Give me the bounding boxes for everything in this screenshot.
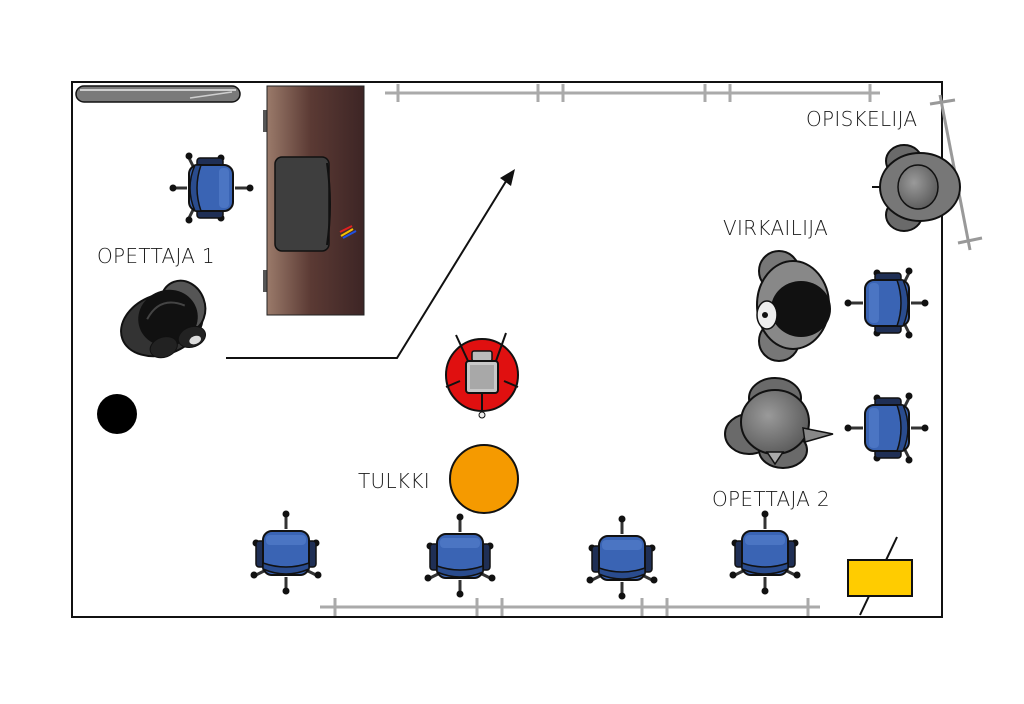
black-marker (97, 394, 137, 434)
person-opiskelija-icon[interactable] (872, 144, 961, 232)
tulkki-marker[interactable] (449, 444, 519, 514)
person-virkailija-icon[interactable] (756, 250, 831, 362)
person-opettaja2-icon[interactable] (724, 377, 834, 469)
movement-arrow (226, 169, 515, 359)
desk-with-monitor-icon (263, 85, 365, 316)
small-items-icon (339, 225, 357, 239)
label-opiskelija: OPISKELIJA (806, 107, 917, 131)
whiteboard (75, 85, 241, 103)
person-opettaja1-icon[interactable] (110, 274, 218, 369)
door-bottom-right (847, 536, 913, 616)
label-virkailija: VIRKAILIJA (723, 216, 828, 240)
window-bottom (320, 598, 820, 616)
label-opettaja1: OPETTAJA 1 (97, 244, 215, 268)
window-top (385, 84, 880, 102)
label-tulkki: TULKKI (358, 469, 430, 493)
label-opettaja2: OPETTAJA 2 (712, 487, 830, 511)
camera-robot-icon[interactable] (445, 332, 519, 419)
